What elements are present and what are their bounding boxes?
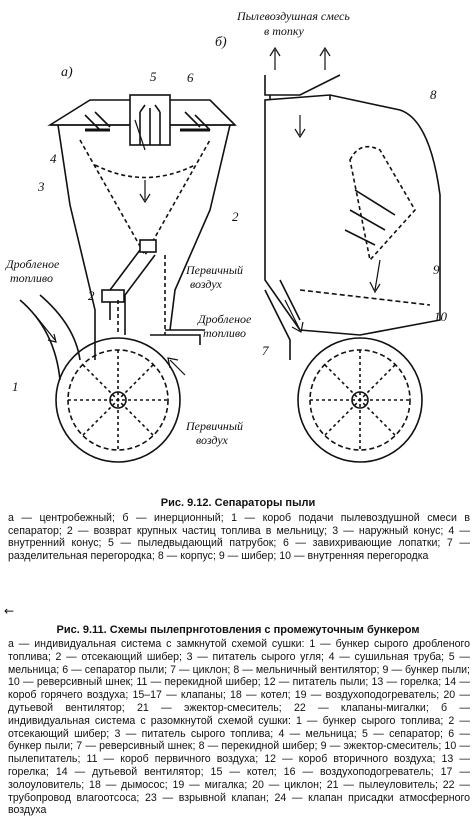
caption-9-12-title: Рис. 9.12. Сепараторы пыли xyxy=(160,497,316,509)
primary-air-bottom-line2: воздух xyxy=(196,433,228,447)
callout-4: 4 xyxy=(50,151,57,166)
separator-figure: а) б) Пылевоздушная смесь в топку Дробле… xyxy=(6,9,447,463)
back-arrow-icon: ← xyxy=(4,604,15,618)
callout-b8: 8 xyxy=(430,87,437,102)
primary-air-mid-line2: воздух xyxy=(190,277,222,291)
caption-9-12-body: а — центробежный; б — инерционный; 1 — к… xyxy=(8,512,470,562)
crushed-fuel-left-line1: Дробленое xyxy=(6,257,60,271)
figure-label-a: а) xyxy=(61,65,73,80)
crushed-fuel-left-line2: топливо xyxy=(10,271,53,285)
callout-b9: 9 xyxy=(433,262,440,277)
caption-9-11-body: а — индивидуальная система с замкнутой с… xyxy=(8,638,470,817)
crushed-fuel-right-line2: топливо xyxy=(203,326,246,340)
output-to-furnace-label: в топку xyxy=(264,24,304,38)
callout-1: 1 xyxy=(12,379,19,394)
primary-air-bottom-line1: Первичный xyxy=(186,419,244,433)
figure-label-b: б) xyxy=(215,35,227,50)
callout-b7: 7 xyxy=(262,343,269,358)
callout-6: 6 xyxy=(187,70,194,85)
outlet-top xyxy=(264,74,341,96)
callout-3: 3 xyxy=(38,179,45,194)
primary-air-mid-line1: Первичный xyxy=(186,263,244,277)
crushed-fuel-right-line1: Дробленое xyxy=(198,312,252,326)
separator-drawing xyxy=(19,46,441,463)
callout-5: 5 xyxy=(150,69,157,84)
callout-2: 2 xyxy=(88,288,95,303)
callout-b2: 2 xyxy=(232,209,239,224)
callout-b10: 10 xyxy=(434,309,447,324)
output-mixture-label: Пылевоздушная смесь xyxy=(237,9,350,23)
caption-9-11-title: Рис. 9.11. Схемы пылепрнготовления с про… xyxy=(56,624,420,636)
